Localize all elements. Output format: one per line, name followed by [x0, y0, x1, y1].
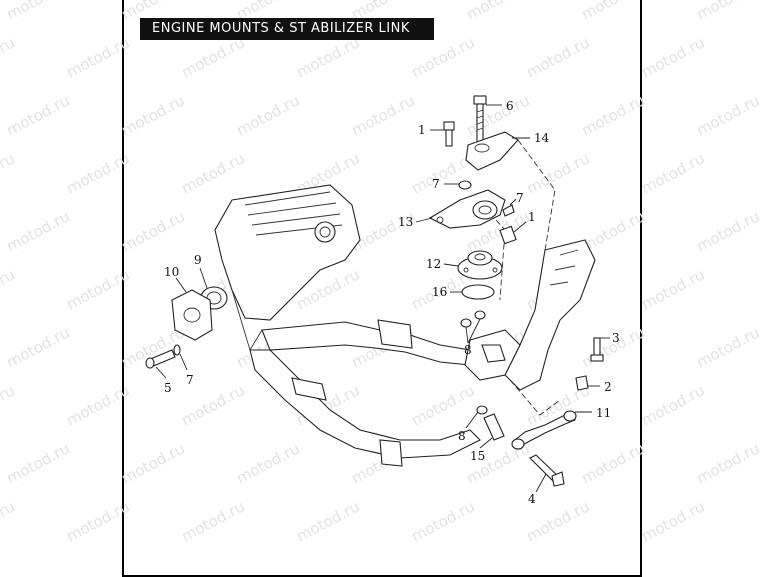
callout-7-top: 7	[432, 177, 440, 191]
watermark-text: motod.ru	[693, 207, 762, 255]
spacer-15	[483, 413, 505, 441]
link-11	[511, 410, 577, 450]
plate-16	[461, 284, 495, 300]
callout-12: 12	[426, 257, 441, 271]
callout-13: 13	[398, 215, 413, 229]
screw-1-top	[443, 121, 455, 147]
leader-lines	[155, 104, 610, 493]
watermark-text: motod.ru	[578, 91, 647, 139]
washer-7-left	[173, 344, 181, 356]
callout-14: 14	[534, 131, 550, 145]
watermark-text: motod.ru	[63, 33, 132, 81]
watermark-text: motod.ru	[638, 149, 707, 197]
watermark-text: motod.ru	[3, 91, 72, 139]
watermark-text: motod.ru	[63, 381, 132, 429]
watermark-text: motod.ru	[408, 381, 477, 429]
watermark-text: motod.ru	[63, 149, 132, 197]
callout-8-top: 8	[464, 343, 472, 357]
callout-1-top: 1	[418, 123, 426, 137]
watermark-text: motod.ru	[3, 0, 72, 24]
washer-7-top	[458, 180, 472, 190]
watermark-text: motod.ru	[178, 149, 247, 197]
watermark-text: motod.ru	[408, 497, 477, 545]
spacer-1-right	[499, 225, 517, 245]
washer-7-right	[502, 204, 515, 217]
watermark-text: motod.ru	[3, 323, 72, 371]
watermark-text: motod.ru	[578, 0, 647, 24]
watermark-text: motod.ru	[0, 149, 18, 197]
watermark-text: motod.ru	[118, 91, 187, 139]
callout-15: 15	[470, 449, 485, 463]
bolt-4	[529, 454, 565, 487]
watermark-text: motod.ru	[178, 497, 247, 545]
callout-9: 9	[194, 253, 202, 267]
isolator-12	[457, 250, 503, 280]
bolt-5	[145, 349, 176, 369]
bracket-13	[428, 189, 506, 229]
watermark-text: motod.ru	[693, 0, 762, 24]
watermark-text: motod.ru	[693, 323, 762, 371]
watermark-text: motod.ru	[178, 381, 247, 429]
watermark-text: motod.ru	[3, 439, 72, 487]
bracket-14	[465, 131, 519, 171]
engine-frame-drawing	[214, 139, 596, 467]
nut-8-lower	[476, 405, 488, 415]
watermark-text: motod.ru	[0, 265, 18, 313]
watermark-text: motod.ru	[638, 265, 707, 313]
callout-4: 4	[528, 492, 536, 506]
watermark-text: motod.ru	[463, 0, 532, 24]
watermark-text: motod.ru	[63, 497, 132, 545]
callout-labels: 6 1 14 7 7 13 1 12 16 8 10 9 3 5 7 2 11 …	[164, 99, 620, 506]
watermark-text: motod.ru	[408, 33, 477, 81]
watermark-text: motod.ru	[638, 381, 707, 429]
watermark-layer: motod.ru motod.ru motod.ru motod.ru motod.ru…	[0, 0, 763, 546]
callout-3: 3	[612, 331, 620, 345]
watermark-text: motod.ru	[293, 497, 362, 545]
callout-6: 6	[506, 99, 514, 113]
callout-16: 16	[432, 285, 447, 299]
watermark-text: motod.ru	[348, 91, 417, 139]
nuts-8-top	[460, 310, 486, 328]
callout-5: 5	[164, 381, 172, 395]
watermark-text: motod.ru	[0, 497, 18, 545]
watermark-text: motod.ru	[578, 439, 647, 487]
callout-7-right: 7	[516, 191, 524, 205]
plate-10	[171, 289, 213, 341]
watermark-text: motod.ru	[523, 149, 592, 197]
callout-11: 11	[596, 406, 611, 420]
watermark-text: motod.ru	[293, 33, 362, 81]
watermark-text: motod.ru	[693, 439, 762, 487]
watermark-text: motod.ru	[233, 439, 302, 487]
watermark-text: motod.ru	[63, 265, 132, 313]
watermark-text: motod.ru	[693, 91, 762, 139]
diagram-title: ENGINE MOUNTS & ST ABILIZER LINK	[140, 18, 434, 40]
callout-7-left: 7	[186, 373, 194, 387]
callout-1-right: 1	[528, 210, 536, 224]
watermark-text: motod.ru	[0, 381, 18, 429]
watermark-text: motod.ru	[523, 33, 592, 81]
callout-8-lower: 8	[458, 429, 466, 443]
watermark-text: motod.ru	[178, 33, 247, 81]
watermark-text: motod.ru	[638, 33, 707, 81]
callout-10: 10	[164, 265, 179, 279]
watermark-text: motod.ru	[3, 207, 72, 255]
watermark-text: motod.ru	[233, 91, 302, 139]
callout-2: 2	[604, 380, 612, 394]
watermark-text: motod.ru	[118, 439, 187, 487]
nut-2	[575, 375, 589, 391]
watermark-text: motod.ru	[0, 33, 18, 81]
watermark-text: motod.ru	[118, 207, 187, 255]
watermark-text: motod.ru	[638, 497, 707, 545]
bolt-3	[590, 337, 604, 362]
